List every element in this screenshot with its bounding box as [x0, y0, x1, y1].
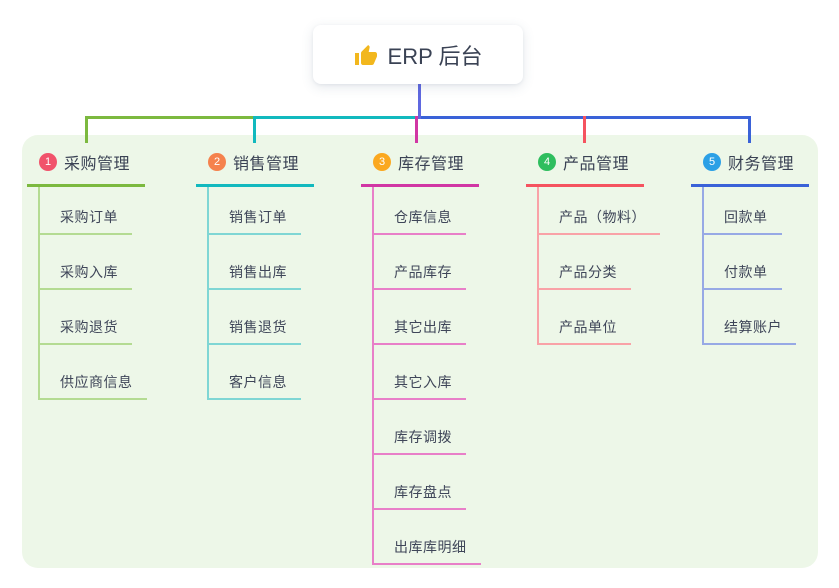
branch-leaves: 仓库信息 产品库存 其它出库 其它入库 库存调拨 库存盘点 出库库明细	[372, 187, 481, 565]
leaf-label: 采购订单	[40, 207, 132, 235]
root-label: ERP 后台	[387, 43, 483, 69]
branch-sales: 2 销售管理 销售订单 销售出库 销售退货 客户信息	[196, 150, 314, 400]
leaf-label: 销售出库	[209, 262, 301, 290]
leaf-item[interactable]: 库存调拨	[374, 400, 479, 455]
leaf-label: 库存盘点	[374, 482, 466, 510]
connector-drop-sales	[253, 116, 256, 143]
leaf-label: 销售订单	[209, 207, 301, 235]
branch-header-purchase[interactable]: 1 采购管理	[27, 150, 145, 187]
connector-drop-purchase	[85, 116, 88, 143]
branch-header-inventory[interactable]: 3 库存管理	[361, 150, 479, 187]
branch-header-finance[interactable]: 5 财务管理	[691, 150, 809, 187]
leaf-item[interactable]: 产品分类	[539, 235, 644, 290]
branch-finance: 5 财务管理 回款单 付款单 结算账户	[691, 150, 809, 345]
leaf-item[interactable]: 客户信息	[209, 345, 314, 400]
leaf-item[interactable]: 其它出库	[374, 290, 479, 345]
branch-badge-5: 5	[703, 153, 721, 171]
branch-header-product[interactable]: 4 产品管理	[526, 150, 644, 187]
connector-segment-finance	[421, 116, 751, 119]
branch-label: 库存管理	[398, 156, 465, 173]
leaf-item[interactable]: 仓库信息	[374, 187, 479, 235]
leaf-item[interactable]: 产品单位	[539, 290, 644, 345]
leaf-item[interactable]: 产品库存	[374, 235, 479, 290]
connector-segment-purchase	[85, 116, 256, 119]
leaf-item[interactable]: 产品（物料）	[539, 187, 660, 235]
leaf-label: 其它出库	[374, 317, 466, 345]
branch-label: 财务管理	[728, 156, 795, 173]
leaf-label: 客户信息	[209, 372, 301, 400]
root-connector-line	[418, 84, 421, 119]
leaf-label: 采购入库	[40, 262, 132, 290]
leaf-label: 仓库信息	[374, 207, 466, 235]
leaf-label: 产品库存	[374, 262, 466, 290]
leaf-item[interactable]: 销售订单	[209, 187, 314, 235]
leaf-label: 销售退货	[209, 317, 301, 345]
connector-segment-sales	[256, 116, 418, 119]
branch-product: 4 产品管理 产品（物料） 产品分类 产品单位	[526, 150, 660, 345]
leaf-label: 产品分类	[539, 262, 631, 290]
leaf-item[interactable]: 其它入库	[374, 345, 479, 400]
leaf-item[interactable]: 销售出库	[209, 235, 314, 290]
root-node[interactable]: ERP 后台	[313, 25, 523, 84]
leaf-item[interactable]: 结算账户	[704, 290, 809, 345]
connector-drop-product	[583, 116, 586, 143]
branch-label: 销售管理	[233, 156, 300, 173]
leaf-label: 供应商信息	[40, 372, 147, 400]
connector-drop-finance	[748, 116, 751, 143]
leaf-item[interactable]: 付款单	[704, 235, 809, 290]
leaf-label: 结算账户	[704, 317, 796, 345]
branch-purchase: 1 采购管理 采购订单 采购入库 采购退货 供应商信息	[27, 150, 147, 400]
leaf-item[interactable]: 供应商信息	[40, 345, 147, 400]
branch-inventory: 3 库存管理 仓库信息 产品库存 其它出库 其它入库 库存调拨 库存盘点 出库库…	[361, 150, 481, 565]
leaf-label: 采购退货	[40, 317, 132, 345]
leaf-item[interactable]: 采购订单	[40, 187, 145, 235]
connector-drop-inventory	[415, 116, 418, 143]
branch-leaves: 采购订单 采购入库 采购退货 供应商信息	[38, 187, 147, 400]
thumbs-up-icon	[354, 44, 377, 65]
branch-leaves: 回款单 付款单 结算账户	[702, 187, 809, 345]
branch-label: 产品管理	[563, 156, 630, 173]
leaf-label: 付款单	[704, 262, 782, 290]
leaf-item[interactable]: 库存盘点	[374, 455, 479, 510]
branch-header-sales[interactable]: 2 销售管理	[196, 150, 314, 187]
branch-label: 采购管理	[64, 156, 131, 173]
branch-leaves: 销售订单 销售出库 销售退货 客户信息	[207, 187, 314, 400]
branch-badge-2: 2	[208, 153, 226, 171]
leaf-label: 产品单位	[539, 317, 631, 345]
leaf-item[interactable]: 销售退货	[209, 290, 314, 345]
branch-badge-4: 4	[538, 153, 556, 171]
branches-background-panel	[22, 135, 818, 568]
leaf-label: 回款单	[704, 207, 782, 235]
leaf-item[interactable]: 出库库明细	[374, 510, 481, 565]
leaf-item[interactable]: 采购入库	[40, 235, 145, 290]
branch-badge-1: 1	[39, 153, 57, 171]
leaf-label: 其它入库	[374, 372, 466, 400]
leaf-item[interactable]: 回款单	[704, 187, 809, 235]
branch-badge-3: 3	[373, 153, 391, 171]
leaf-label: 出库库明细	[374, 537, 481, 565]
leaf-label: 库存调拨	[374, 427, 466, 455]
leaf-label: 产品（物料）	[539, 207, 660, 235]
branch-leaves: 产品（物料） 产品分类 产品单位	[537, 187, 660, 345]
leaf-item[interactable]: 采购退货	[40, 290, 145, 345]
